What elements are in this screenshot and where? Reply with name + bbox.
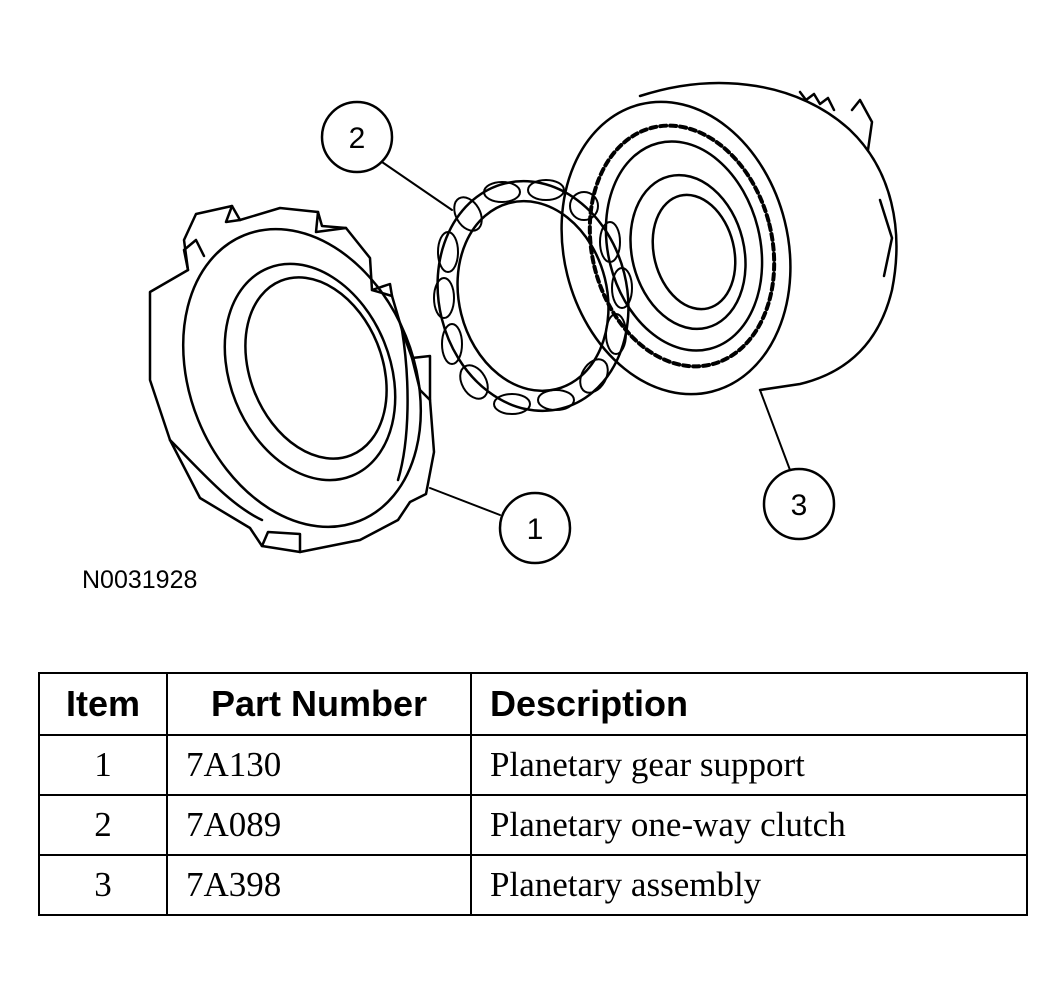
table-row: 2 7A089 Planetary one-way clutch [38, 794, 1028, 856]
table-row: 3 7A398 Planetary assembly [38, 854, 1028, 916]
figure-id-label: N0031928 [82, 566, 197, 594]
callout-1: 1 [429, 487, 572, 565]
planetary-gear-support-drawing [148, 204, 436, 554]
exploded-view-figure: 1 2 3 N0031928 [82, 81, 898, 594]
header-item: Item [38, 672, 168, 736]
header-description: Description [470, 672, 1028, 736]
cell-description: Planetary assembly [470, 854, 1028, 916]
callout-2-label: 2 [349, 122, 366, 155]
header-part-number: Part Number [166, 672, 472, 736]
cell-item: 2 [38, 794, 168, 856]
cell-part-number: 7A130 [166, 734, 472, 796]
table-header-row: Item Part Number Description [38, 672, 1028, 736]
planetary-one-way-clutch-drawing [433, 179, 633, 415]
cell-description: Planetary gear support [470, 734, 1028, 796]
cell-part-number: 7A089 [166, 794, 472, 856]
callout-2: 2 [320, 100, 453, 211]
planetary-assembly-drawing [560, 81, 898, 396]
cell-description: Planetary one-way clutch [470, 794, 1028, 856]
parts-table: Item Part Number Description 1 7A130 Pla… [38, 672, 1028, 916]
cell-part-number: 7A398 [166, 854, 472, 916]
callout-1-label: 1 [527, 513, 544, 546]
table-row: 1 7A130 Planetary gear support [38, 734, 1028, 796]
exploded-view-drawing: 1 2 3 N0031928 [82, 81, 898, 594]
cell-item: 1 [38, 734, 168, 796]
callout-3: 3 [759, 389, 836, 541]
cell-item: 3 [38, 854, 168, 916]
callout-3-label: 3 [791, 489, 808, 522]
